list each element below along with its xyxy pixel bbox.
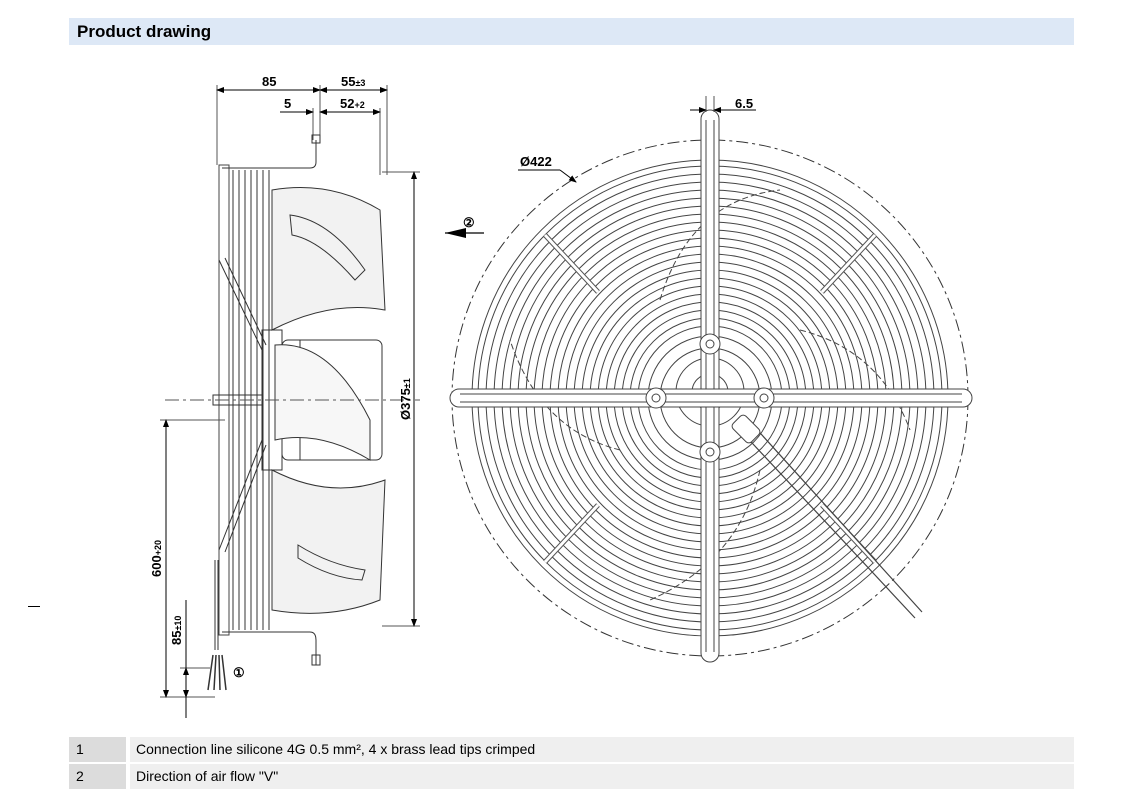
legend-table: 1 Connection line silicone 4G 0.5 mm², 4… bbox=[69, 737, 1074, 791]
dim-6-5: 6.5 bbox=[735, 96, 753, 111]
section-header: Product drawing bbox=[69, 18, 1074, 45]
legend-number: 2 bbox=[69, 764, 126, 789]
legend-row: 2 Direction of air flow "V" bbox=[69, 764, 1074, 789]
dim-600: 600+20 bbox=[149, 540, 164, 577]
callout-2: ② bbox=[463, 215, 475, 230]
dim-422: Ø422 bbox=[520, 154, 552, 169]
product-drawing: 85 5 55±3 52+2 6.5 Ø422 Ø375±1 600+20 85… bbox=[149, 74, 973, 718]
airflow-arrow-icon bbox=[445, 228, 484, 238]
callout-1: ① bbox=[233, 665, 245, 680]
side-view bbox=[160, 85, 420, 718]
section-title: Product drawing bbox=[77, 22, 212, 41]
dim-5: 5 bbox=[284, 96, 291, 111]
legend-number: 1 bbox=[69, 737, 126, 762]
legend-description: Connection line silicone 4G 0.5 mm², 4 x… bbox=[130, 737, 1074, 762]
dim-85: 85 bbox=[262, 74, 276, 89]
front-view bbox=[449, 96, 973, 663]
legend-description: Direction of air flow "V" bbox=[130, 764, 1074, 789]
dim-85-cable: 85±10 bbox=[169, 616, 184, 645]
dim-55: 55±3 bbox=[341, 74, 365, 89]
legend-row: 1 Connection line silicone 4G 0.5 mm², 4… bbox=[69, 737, 1074, 762]
dim-375: Ø375±1 bbox=[398, 378, 413, 420]
dim-52: 52+2 bbox=[340, 96, 365, 111]
margin-mark bbox=[28, 606, 40, 607]
